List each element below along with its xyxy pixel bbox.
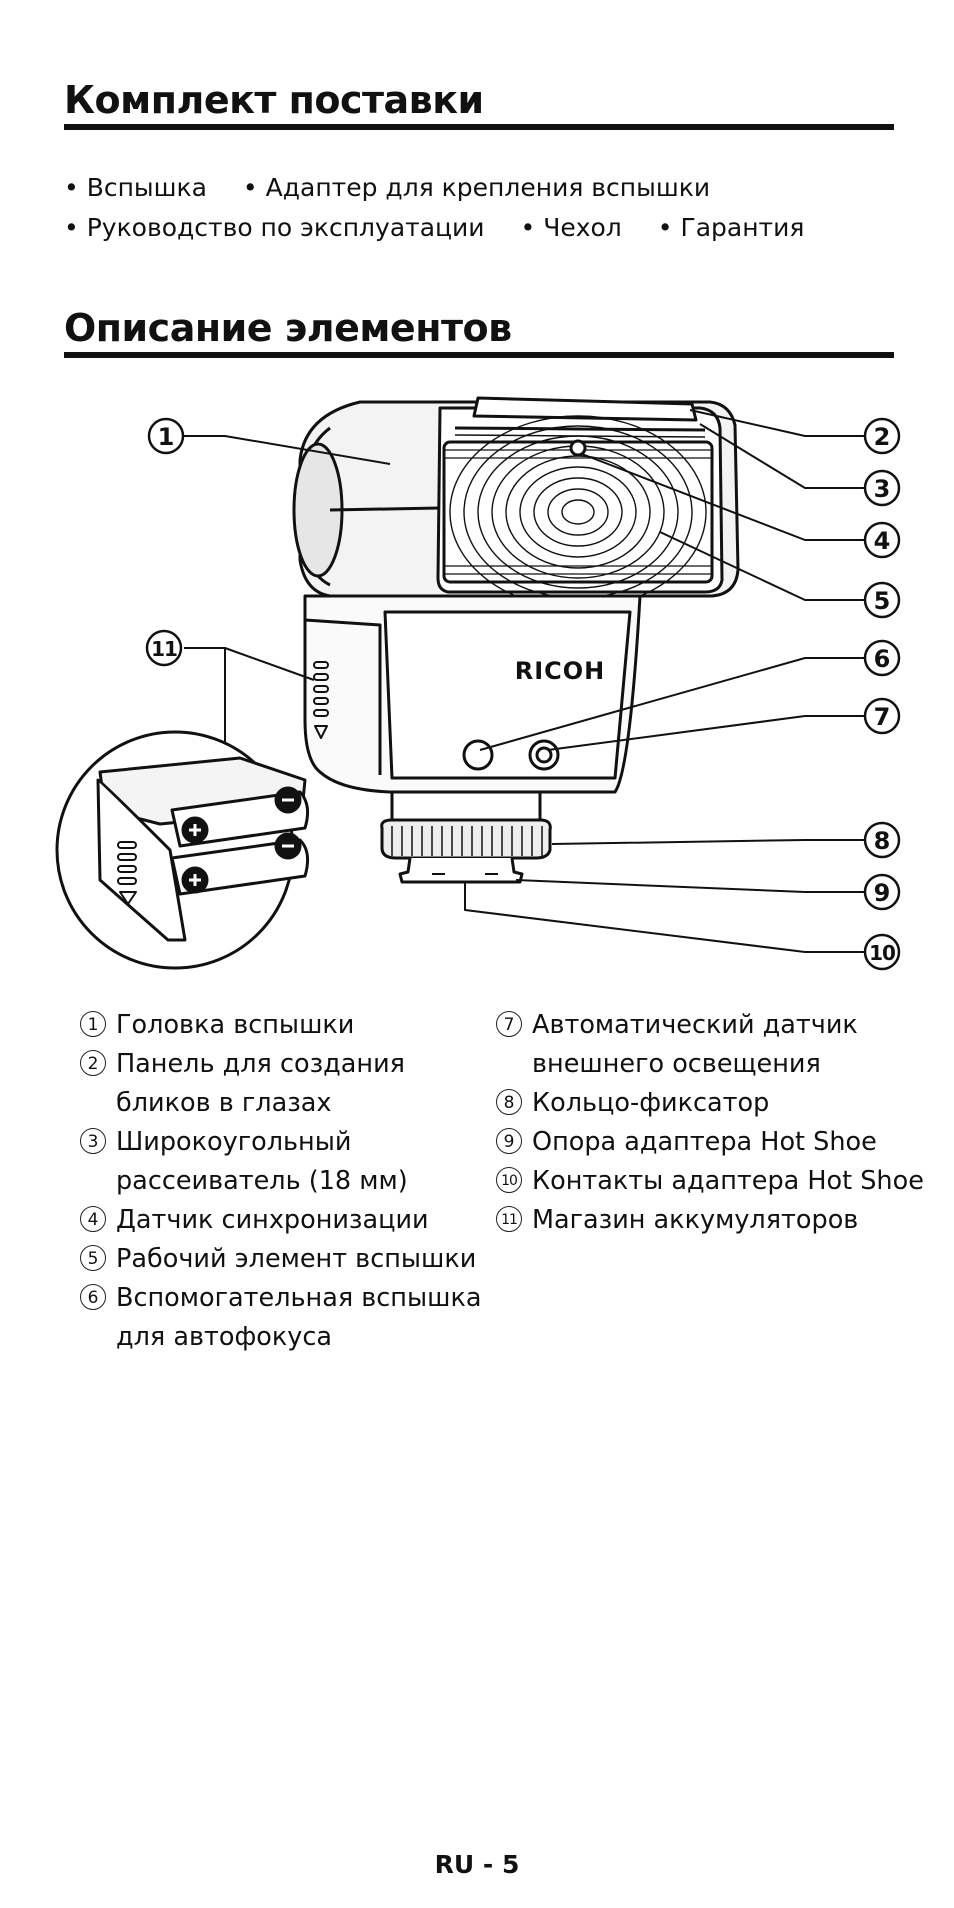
page-number: RU - 5 [434,1850,520,1879]
svg-text:8: 8 [874,827,891,855]
legend-label: Контакты адаптера Hot Shoe [532,1166,924,1196]
legend-label: Опора адаптера Hot Shoe [532,1127,877,1157]
svg-text:2: 2 [874,423,891,451]
legend-label: Панель для создания бликов в глазах [116,1049,405,1118]
legend-item-6: 6 Вспомогательная вспышка для автофокуса [80,1279,481,1357]
callout-8: 8 [863,821,901,859]
battery-magazine-magnified [55,730,310,970]
legend-item-4: 4 Датчик синхронизации [80,1201,481,1240]
section-title-contents: Комплект поставки [64,78,894,130]
flash-head-illustration [292,396,740,609]
leader-lines [182,409,865,953]
legend-number: 3 [80,1128,106,1154]
legend-number: 1 [80,1011,106,1037]
legend-item-5: 5 Рабочий элемент вспышки [80,1240,481,1279]
legend-number: 7 [496,1011,522,1037]
contents-item-warranty: • Гарантия [657,213,805,242]
svg-text:3: 3 [874,475,891,503]
contents-item-flash: • Вспышка [64,173,207,202]
legend-number: 11 [496,1206,522,1232]
brand-label: RICOH [515,657,606,685]
contents-row-2: • Руководство по эксплуатации • Чехол • … [64,208,832,248]
legend-item-2: 2 Панель для создания бликов в глазах [80,1045,481,1123]
callout-3: 3 [863,469,901,507]
legend-label: Головка вспышки [116,1010,355,1040]
callout-9: 9 [863,873,901,911]
callout-5: 5 [863,581,901,619]
contents-row-1: • Вспышка • Адаптер для крепления вспышк… [64,168,832,208]
legend-item-3: 3 Широкоугольный рассеиватель (18 мм) [80,1123,481,1201]
legend-item-11: 11 Магазин аккумуляторов [496,1201,924,1240]
svg-text:11: 11 [151,637,177,661]
legend-item-8: 8 Кольцо-фиксатор [496,1084,924,1123]
legend-number: 5 [80,1245,106,1271]
flash-unit-diagram: RICOH 1 2 3 4 5 6 7 8 9 10 11 [55,396,901,971]
callout-2: 2 [863,417,901,455]
flash-body-illustration [303,594,642,884]
svg-text:6: 6 [874,645,891,673]
callout-11: 11 [145,629,183,667]
callout-10: 10 [863,933,901,971]
legend-label: Автоматический датчик внешнего освещения [532,1010,858,1079]
svg-text:4: 4 [874,527,891,555]
legend-number: 9 [496,1128,522,1154]
callout-7: 7 [863,697,901,735]
legend-number: 2 [80,1050,106,1076]
contents-item-manual: • Руководство по эксплуатации [64,213,485,242]
legend-item-1: 1 Головка вспышки [80,1006,481,1045]
svg-text:10: 10 [869,941,895,965]
svg-text:1: 1 [158,423,175,451]
contents-item-adapter: • Адаптер для крепления вспышки [242,173,711,202]
callout-6: 6 [863,639,901,677]
legend-left-column: 1 Головка вспышки 2 Панель для создания бл… [80,1006,481,1357]
legend-right-column: 7 Автоматический датчик внешнего освещени… [496,1006,924,1240]
section-title-parts: Описание элементов [64,306,894,358]
legend-label: Вспомогательная вспышка для автофокуса [116,1283,482,1352]
legend-label: Магазин аккумуляторов [532,1205,859,1235]
svg-text:9: 9 [874,879,891,907]
legend-label: Датчик синхронизации [116,1205,429,1235]
legend-number: 10 [496,1167,522,1193]
legend-number: 4 [80,1206,106,1232]
legend-item-7: 7 Автоматический датчик внешнего освещени… [496,1006,924,1084]
legend-label: Широкоугольный рассеиватель (18 мм) [116,1127,408,1196]
callout-1: 1 [147,417,185,455]
callout-4: 4 [863,521,901,559]
svg-text:7: 7 [874,703,891,731]
legend-number: 6 [80,1284,106,1310]
legend-label: Кольцо-фиксатор [532,1088,770,1118]
svg-text:5: 5 [874,587,891,615]
contents-item-case: • Чехол [520,213,622,242]
legend-number: 8 [496,1089,522,1115]
legend-item-10: 10 Контакты адаптера Hot Shoe [496,1162,924,1201]
legend-label: Рабочий элемент вспышки [116,1244,477,1274]
contents-list: • Вспышка • Адаптер для крепления вспышк… [64,168,832,248]
legend-item-9: 9 Опора адаптера Hot Shoe [496,1123,924,1162]
